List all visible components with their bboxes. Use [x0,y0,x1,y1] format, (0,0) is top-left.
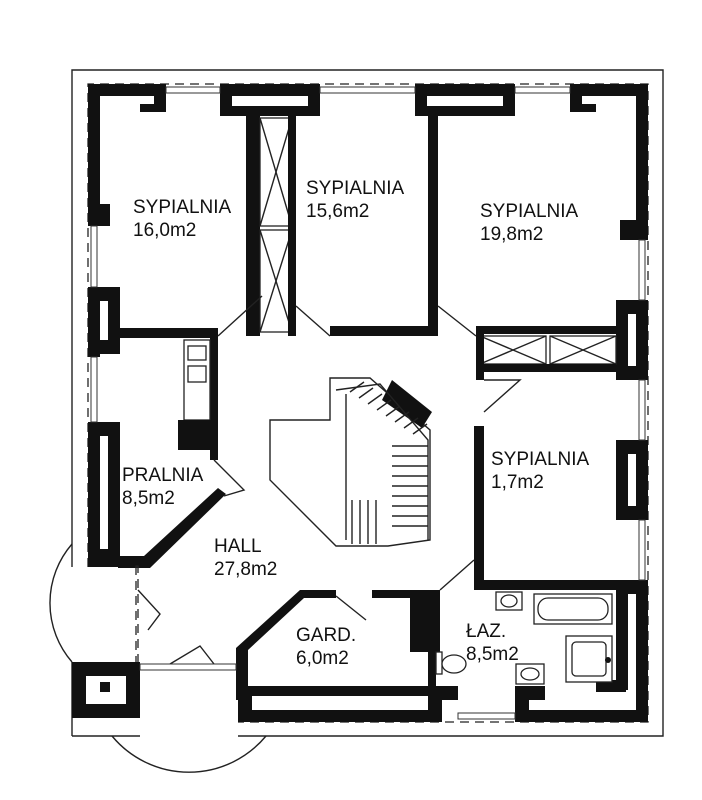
room-name: GARD. [296,625,357,646]
stair-tread [412,423,428,435]
staircase [269,377,432,547]
stair-tread [385,405,401,417]
room-name: SYPIALNIA [133,197,232,218]
entrance [72,565,237,718]
room-area: 19,8m2 [480,224,544,245]
windows [90,86,646,720]
room-label-bedroom-4: SYPIALNIA 1,7m2 [491,448,589,494]
stair-tread [394,411,410,423]
room-area: 6,0m2 [296,648,349,669]
stair-tread [367,393,383,405]
bathroom-fixtures [435,591,613,685]
stair-tread [349,381,365,393]
door-swings [49,295,522,773]
room-area: 27,8m2 [214,559,278,580]
room-label-bedroom-1: SYPIALNIA 16,0m2 [133,196,231,242]
room-label-bedroom-2: SYPIALNIA 15,6m2 [306,177,404,223]
laundry-fixtures [178,339,212,450]
room-label-wardrobe: GARD. 6,0m2 [296,624,356,670]
room-area: 1,7m2 [491,472,544,493]
room-label-bathroom: ŁAZ. 8,5m2 [466,620,519,666]
room-area: 16,0m2 [133,220,197,241]
stair-tread [403,417,419,429]
room-name: SYPIALNIA [306,178,405,199]
room-label-laundry: PRALNIA 8,5m2 [122,464,203,510]
room-area: 15,6m2 [306,201,370,222]
interior-walls [108,116,620,700]
room-label-bedroom-3: SYPIALNIA 19,8m2 [480,200,578,246]
room-name: SYPIALNIA [480,201,579,222]
room-area: 8,5m2 [466,644,519,665]
room-label-hall: HALL 27,8m2 [214,535,277,581]
stair-tread [358,387,374,399]
exterior-walls [88,84,648,722]
room-area: 8,5m2 [122,488,175,509]
room-name: HALL [214,536,262,557]
room-name: ŁAZ. [466,621,507,642]
stair-tread [376,399,392,411]
room-name: SYPIALNIA [491,449,590,470]
room-name: PRALNIA [122,465,204,486]
